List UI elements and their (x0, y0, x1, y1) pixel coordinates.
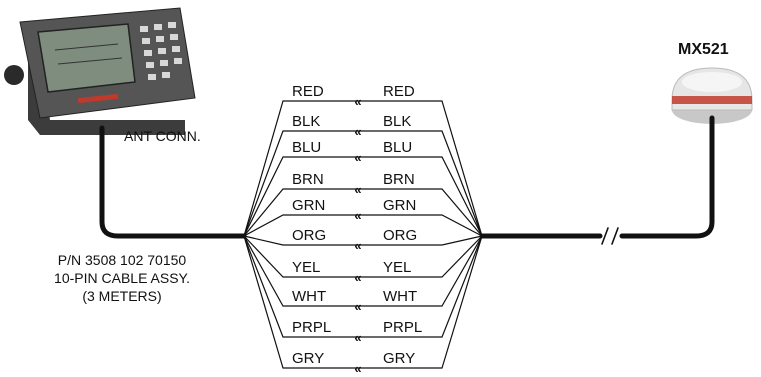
antenna-band (672, 96, 752, 104)
pin-connector-icon: « (354, 299, 361, 314)
wire-red (243, 100, 483, 237)
wire-label-left: GRN (292, 197, 325, 214)
pin-connector-icon: « (354, 124, 361, 139)
wire-gry (243, 235, 483, 369)
receiver-unit (4, 7, 196, 135)
wire-label-left: BLK (292, 113, 320, 130)
cable-part-number: P/N 3508 102 70150 (58, 252, 187, 268)
pin-connector-icon: « (354, 150, 361, 165)
wire-grn (243, 214, 483, 237)
wire-yel (243, 235, 483, 278)
cable-lines (99, 115, 715, 245)
wire-label-right: YEL (383, 259, 411, 276)
wire-prpl (243, 235, 483, 338)
cable-break-mark (601, 227, 609, 245)
wire-label-left: WHT (292, 288, 326, 305)
wire-label-left: GRY (292, 350, 324, 367)
pin-connector-icon: « (354, 238, 361, 253)
wire-label-left: ORG (292, 227, 326, 244)
cable-length: (3 METERS) (82, 288, 161, 304)
ant-conn-label: ANT CONN. (124, 128, 201, 144)
receiver-keypad (140, 22, 182, 80)
pin-connector-icon: « (354, 94, 361, 109)
wire-label-left: RED (292, 83, 324, 100)
pin-connector-icon: « (354, 270, 361, 285)
wire-label-right: BRN (383, 171, 415, 188)
wire-brn (243, 188, 483, 237)
pin-connector-icon: « (354, 361, 361, 376)
cable-description: 10-PIN CABLE ASSY. (54, 270, 190, 286)
mounting-bracket (28, 60, 185, 135)
wire-label-right: RED (383, 83, 415, 100)
wire-blu (243, 156, 483, 237)
wire-label-right: GRN (383, 197, 416, 214)
pin-connector-icon: « (354, 182, 361, 197)
bracket-knob (4, 65, 24, 85)
wire-org (243, 235, 483, 246)
antenna-dome (671, 67, 753, 124)
wire-label-right: GRY (383, 350, 415, 367)
wire-label-left: BLU (292, 139, 321, 156)
pin-connector-icon: « (354, 330, 361, 345)
wire-blk (243, 130, 483, 237)
cable-break-mark (611, 227, 619, 245)
antenna-cable-b (619, 115, 715, 239)
wire-label-right: BLK (383, 113, 411, 130)
receiver-screen (37, 23, 136, 93)
wire-label-right: BLU (383, 139, 412, 156)
wire-label-right: PRPL (383, 319, 422, 336)
wire-group: RED RED « BLK BLK « BLU BLU « BRN BRN « GRN GRN « ORG OR… (243, 83, 483, 376)
receiver-logo (77, 93, 119, 104)
pin-connector-icon: « (354, 208, 361, 223)
wire-label-left: YEL (292, 259, 320, 276)
antenna-model-label: MX521 (678, 41, 729, 58)
wire-label-left: BRN (292, 171, 324, 188)
wire-label-right: WHT (383, 288, 417, 305)
wire-label-left: PRPL (292, 319, 331, 336)
receiver-cable (99, 125, 247, 239)
wire-wht (243, 235, 483, 307)
wire-label-right: ORG (383, 227, 417, 244)
